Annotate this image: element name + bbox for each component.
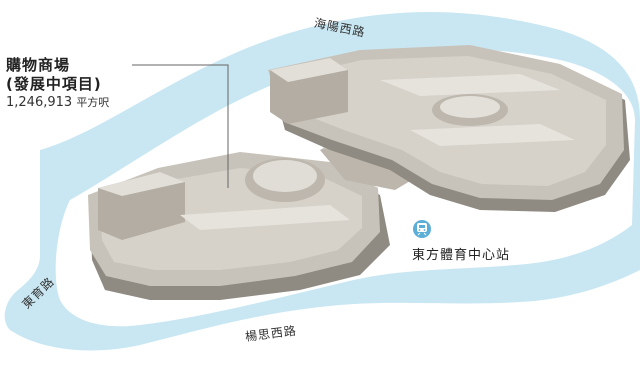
mall-callout: 購物商場 (發展中項目) 1,246,913 平方呎: [6, 56, 109, 110]
callout-area: 1,246,913 平方呎: [6, 94, 109, 110]
train-icon: [413, 220, 431, 238]
callout-leader-line: [132, 64, 229, 188]
mall-complex: [88, 45, 630, 300]
station-name: 東方體育中心站: [412, 248, 511, 263]
area-unit: 平方呎: [76, 96, 110, 109]
area-value: 1,246,913: [6, 95, 73, 110]
callout-subtitle: (發展中項目): [6, 75, 102, 93]
callout-title: 購物商場: [6, 56, 71, 74]
